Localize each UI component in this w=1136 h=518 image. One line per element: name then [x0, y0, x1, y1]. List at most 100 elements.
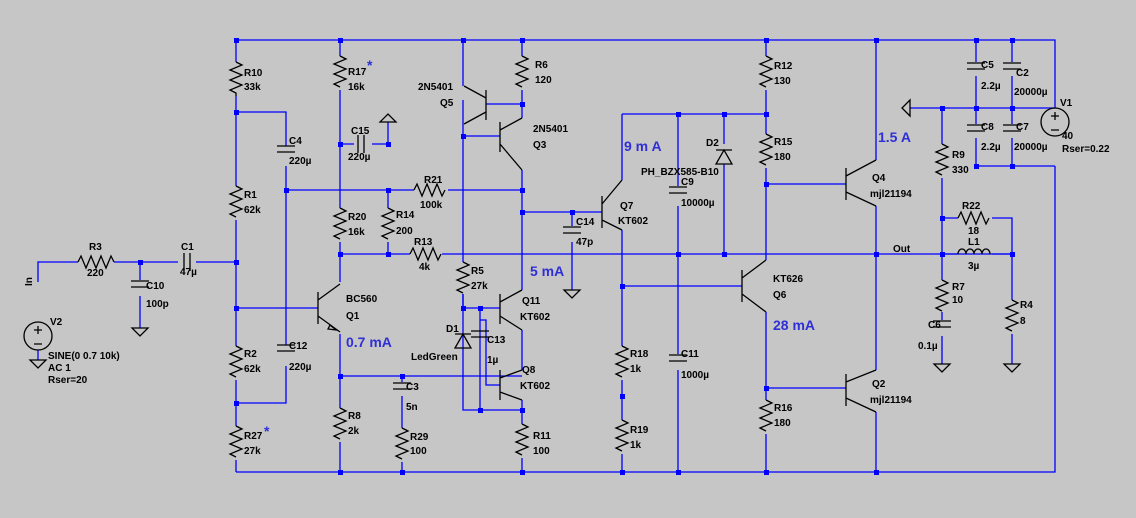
resistor-r11	[514, 423, 530, 456]
label-v1: V1	[1060, 98, 1073, 109]
label-c3-value: 5n	[406, 402, 418, 413]
capacitor-c9	[669, 186, 687, 194]
label-q8: Q8	[522, 365, 536, 376]
resistor-r9	[934, 143, 950, 176]
capacitor-c11	[669, 354, 687, 362]
capacitor-c10	[131, 280, 149, 288]
label-q1-type: BC560	[346, 294, 378, 305]
label-c14-value: 47p	[576, 237, 593, 248]
ground-r4	[1002, 363, 1022, 373]
label-r27-star: *	[264, 423, 270, 439]
capacitor-c13	[471, 330, 489, 338]
annotation-vas-current: 5 mA	[530, 263, 564, 279]
ground-c14	[562, 289, 582, 299]
label-q11: Q11	[522, 296, 541, 307]
label-r6: R6	[535, 60, 548, 71]
label-r10: R10	[244, 68, 263, 79]
capacitor-c1	[183, 253, 191, 271]
label-r19-value: 1k	[630, 440, 642, 451]
label-r16: R16	[774, 403, 793, 414]
label-r29-value: 100	[410, 446, 427, 457]
label-r7: R7	[952, 282, 965, 293]
label-c15: C15	[351, 126, 370, 137]
label-c3: C3	[406, 382, 419, 393]
label-q4: Q4	[872, 173, 886, 184]
label-q3: Q3	[533, 140, 547, 151]
label-c7-value: 20000µ	[1014, 142, 1048, 153]
label-c1: C1	[181, 242, 194, 253]
resistor-r16	[758, 399, 774, 432]
resistor-r10	[228, 61, 244, 96]
label-l1: L1	[968, 237, 980, 248]
ground-c15	[378, 113, 398, 123]
label-r6-value: 120	[535, 75, 552, 86]
label-c2-value: 20000µ	[1014, 87, 1048, 98]
label-v1-rser: Rser=0.22	[1062, 144, 1110, 155]
label-c8-value: 2.2µ	[981, 142, 1001, 153]
label-r29: R29	[410, 432, 429, 443]
resistor-r13	[409, 246, 442, 262]
resistor-r21	[413, 182, 446, 198]
capacitor-c6	[933, 320, 951, 328]
label-q6-type: KT626	[773, 274, 803, 285]
ground-c10	[130, 327, 150, 337]
label-r13: R13	[414, 237, 433, 248]
transistor-q8	[499, 369, 523, 401]
label-q2: Q2	[872, 379, 886, 390]
transistor-q6	[741, 259, 767, 313]
label-c2: C2	[1016, 68, 1029, 79]
label-q7: Q7	[620, 201, 634, 212]
label-r1: R1	[244, 190, 257, 201]
annotation-q6-current: 28 mA	[773, 317, 815, 333]
label-r27: R27	[244, 431, 263, 442]
label-q5-type: 2N5401	[418, 82, 453, 93]
resistor-r1	[228, 185, 244, 218]
label-d1: D1	[446, 324, 459, 335]
components	[23, 55, 1070, 460]
resistor-r22	[957, 210, 990, 226]
label-r19: R19	[630, 425, 649, 436]
label-r21-value: 100k	[420, 200, 443, 211]
labels: In Out R3 220 C1 47µ C10 100p V2 SINE(0 …	[24, 57, 1110, 457]
label-q11-type: KT602	[520, 312, 550, 323]
ground-c6	[932, 363, 952, 373]
label-q4-type: mjl21194	[870, 189, 912, 200]
label-c6: C6	[928, 320, 941, 331]
label-r18: R18	[630, 349, 649, 360]
label-r11: R11	[533, 431, 551, 442]
transistor-q11	[499, 289, 523, 331]
diode-d2	[714, 148, 734, 165]
label-c11: C11	[681, 349, 699, 360]
capacitor-c8	[967, 124, 985, 132]
label-c15-value: 220µ	[348, 152, 371, 163]
transistor-q2	[845, 369, 877, 413]
label-v2-ac: AC 1	[48, 363, 71, 374]
label-r20-value: 16k	[348, 227, 365, 238]
resistor-r8	[332, 407, 348, 440]
resistor-r7	[934, 279, 950, 312]
label-r2-value: 62k	[244, 364, 261, 375]
label-d2-type: PH_BZX585-B10	[641, 167, 719, 178]
capacitor-c15	[357, 135, 365, 153]
label-c4: C4	[289, 136, 302, 147]
label-r18-value: 1k	[630, 364, 642, 375]
label-r14-value: 200	[396, 226, 413, 237]
label-c14: C14	[576, 217, 595, 228]
resistor-r3	[77, 254, 115, 270]
label-c1-value: 47µ	[180, 267, 197, 278]
capacitor-c7	[1003, 124, 1021, 132]
voltage-source-v1	[1040, 107, 1070, 137]
label-r17: R17	[348, 67, 367, 78]
label-c11-value: 1000µ	[681, 370, 709, 381]
label-r16-value: 180	[774, 418, 791, 429]
transistor-q5	[463, 85, 487, 125]
resistor-r29	[394, 427, 410, 460]
label-r11-value: 100	[533, 446, 550, 457]
label-r5-value: 27k	[471, 281, 488, 292]
voltage-source-v2	[23, 321, 53, 351]
label-q7-type: KT602	[618, 216, 648, 227]
label-v2-sine: SINE(0 0.7 10k)	[48, 351, 120, 362]
label-v1-value: 40	[1062, 131, 1074, 142]
resistor-r15	[758, 133, 774, 166]
